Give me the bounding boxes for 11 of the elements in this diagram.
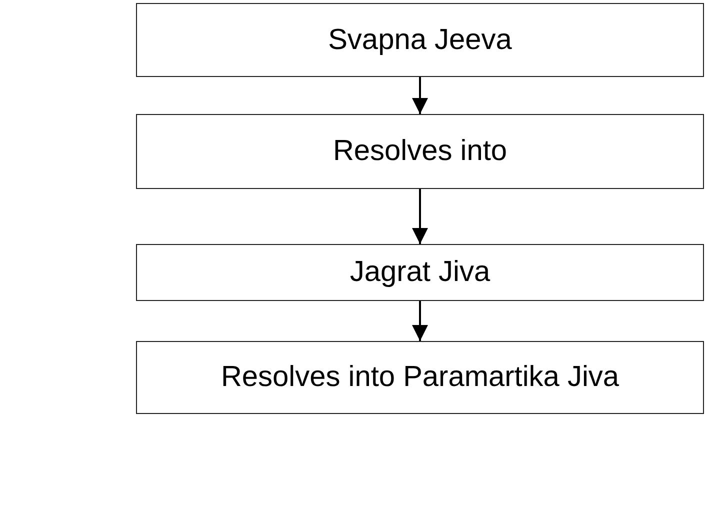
box-label: Svapna Jeeva	[328, 24, 512, 56]
box-label: Resolves into	[332, 135, 508, 168]
process-box	[136, 341, 704, 414]
arrow	[412, 301, 428, 341]
process-box	[136, 244, 704, 301]
arrow	[412, 189, 428, 244]
arrow	[412, 77, 428, 114]
process-box	[136, 3, 704, 77]
box-label: Jagrat Jiva	[350, 256, 490, 289]
box-label: Resolves into Paramartika Jiva	[220, 361, 620, 394]
process-box	[136, 114, 704, 189]
